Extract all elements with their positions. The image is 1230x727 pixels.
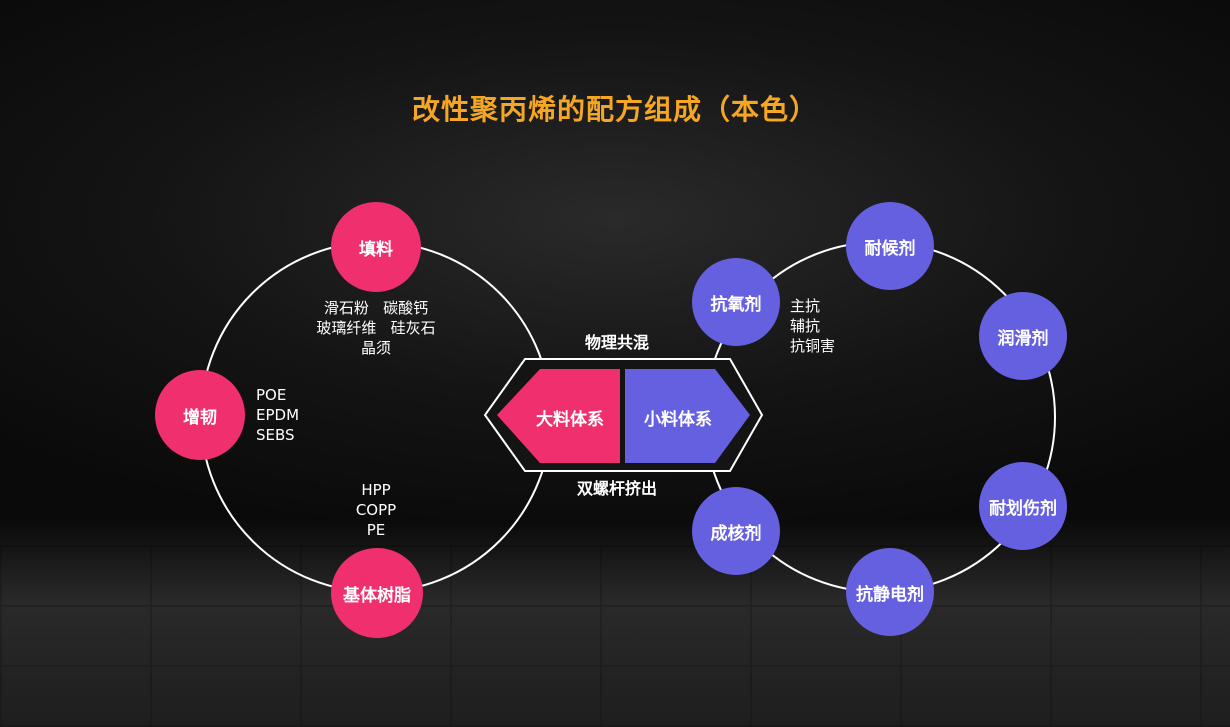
antistatic-node: 抗静电剂 [846,548,934,636]
base-desc-line: PE [366,521,386,539]
toughening-desc-line: SEBS [256,426,295,444]
filler-desc-line: 玻璃纤维 硅灰石 [316,319,436,337]
filler-desc-line: 晶须 [360,339,391,357]
base-desc-line: HPP [361,481,391,499]
antistatic-label: 抗静电剂 [856,584,924,605]
nucleating-node: 成核剂 [692,487,780,575]
big-material-label: 大料体系 [536,410,604,430]
antioxidant-label: 抗氧剂 [710,294,762,315]
small-material-label: 小料体系 [644,410,712,430]
page-title: 改性聚丙烯的配方组成（本色） [411,93,818,126]
toughening-label: 增韧 [183,407,217,428]
small-material-block [625,369,750,463]
big-material-block [497,369,620,463]
filler-label: 填料 [359,239,393,260]
filler-desc-line: 滑石粉 碳酸钙 [323,299,429,317]
weathering-label: 耐候剂 [864,238,916,259]
base-description: HPP COPP PE [326,480,426,540]
nucleating-label: 成核剂 [710,523,762,544]
base-desc-line: COPP [355,501,397,519]
toughening-desc-line: EPDM [256,406,300,424]
base-resin-label: 基体树脂 [343,585,411,606]
toughening-desc-line: POE [256,386,287,404]
background-floor [0,520,1230,727]
toughening-description: POE EPDM SEBS [256,385,336,445]
scratch-resistant-label: 耐划伤剂 [989,498,1057,519]
filler-node: 填料 [331,202,421,292]
physical-blending-label: 物理共混 [584,333,649,352]
scratch-resistant-node: 耐划伤剂 [979,462,1067,550]
antioxidant-description: 主抗 辅抗 抗铜害 [790,296,870,356]
background-floor-tiles [0,545,1230,727]
toughening-node: 增韧 [155,370,245,460]
antioxidant-node: 抗氧剂 [692,258,780,346]
base-resin-node: 基体树脂 [331,548,423,638]
antioxidant-desc-line: 抗铜害 [790,337,836,355]
lubricant-node: 润滑剂 [979,292,1067,380]
lubricant-label: 润滑剂 [997,328,1049,349]
twin-screw-extrusion-label: 双螺杆挤出 [576,479,657,498]
weathering-node: 耐候剂 [846,202,934,290]
antioxidant-desc-line: 主抗 [790,297,821,315]
filler-description: 滑石粉 碳酸钙 玻璃纤维 硅灰石 晶须 [296,298,456,358]
antioxidant-desc-line: 辅抗 [790,317,821,335]
